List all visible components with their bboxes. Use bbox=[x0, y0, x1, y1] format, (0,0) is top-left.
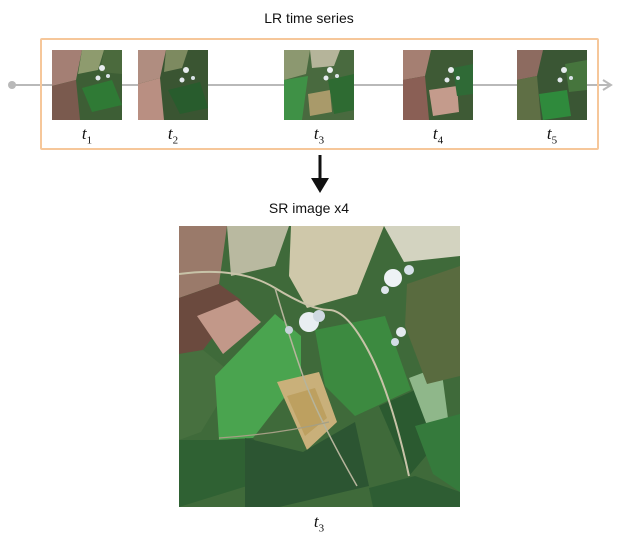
time-label-t5: t5 bbox=[546, 124, 558, 147]
time-label-t3: t3 bbox=[313, 124, 325, 147]
time-label-t2: t2 bbox=[167, 124, 179, 147]
down-arrow-icon bbox=[311, 155, 329, 193]
sr-image-title: SR image x4 bbox=[268, 200, 350, 216]
lr-thumbnail-t4 bbox=[403, 50, 473, 120]
lr-thumbnail-t2 bbox=[138, 50, 208, 120]
time-label-t4: t4 bbox=[432, 124, 444, 147]
lr-thumbnail-t5 bbox=[517, 50, 587, 120]
lr-time-series-title: LR time series bbox=[264, 10, 354, 26]
lr-thumbnail-t3 bbox=[284, 50, 354, 120]
lr-thumbnail-t1 bbox=[52, 50, 122, 120]
lr-series-box bbox=[40, 38, 599, 150]
time-label-t1: t1 bbox=[81, 124, 93, 147]
sr-time-label: t3 bbox=[313, 512, 325, 534]
sr-image bbox=[179, 226, 460, 507]
